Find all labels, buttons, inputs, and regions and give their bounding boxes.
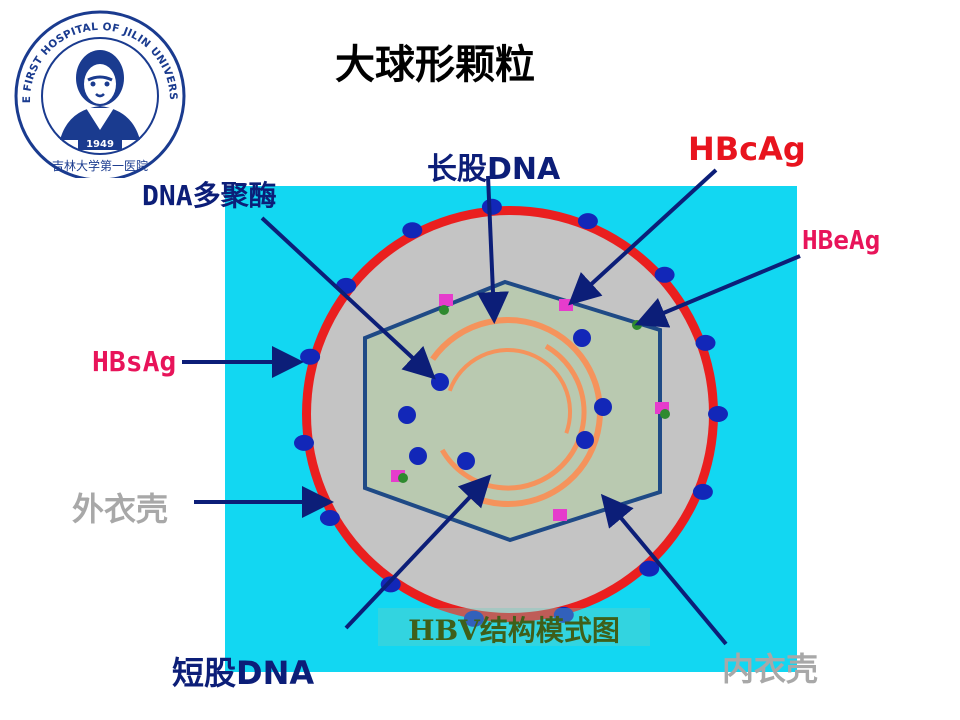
hbsag-dot	[639, 560, 660, 577]
hbsag-dot	[319, 510, 340, 526]
hbsag-dot	[402, 222, 423, 239]
hbsag-dot	[708, 406, 728, 422]
hbsag-dot	[463, 610, 484, 627]
logo-outer-ring	[14, 10, 186, 178]
core-particles	[391, 294, 670, 521]
hbeag-marker	[660, 409, 670, 419]
logo-portrait-icon	[60, 50, 140, 140]
hbsag-dot	[300, 348, 321, 365]
arrow-inner-envelope	[600, 493, 728, 646]
hbsag-dot	[692, 483, 713, 500]
diagram-caption-group: HBV结构模式图	[378, 608, 650, 647]
label-inner-envelope: 内衣壳	[722, 650, 819, 688]
polymerase-dot	[576, 431, 594, 449]
label-hbcag: HBcAg	[688, 130, 806, 168]
label-long-dna: 长股DNA	[427, 152, 561, 187]
slide-title: 大球形颗粒	[335, 42, 535, 88]
polymerase-dot	[398, 406, 416, 424]
hbcag-marker	[439, 294, 453, 306]
nucleocapsid-core	[363, 279, 662, 543]
diagram-caption: HBV结构模式图	[408, 614, 620, 647]
hbsag-dot	[294, 434, 314, 451]
hbsag-dot	[481, 198, 502, 215]
polymerase-dot	[457, 452, 475, 470]
logo-year-banner	[78, 136, 122, 150]
label-dna-polymerase: DNA多聚酶	[142, 179, 277, 212]
label-arrows	[182, 168, 801, 646]
arrow-long-dna	[476, 175, 509, 324]
hospital-logo: THE FIRST HOSPITAL OF JILIN UNIVERSITY 1…	[8, 8, 186, 178]
arrow-short-dna	[344, 474, 492, 630]
hbsag-dot	[695, 334, 716, 351]
label-short-dna: 短股DNA	[172, 654, 315, 692]
label-hbeag: HBeAg	[802, 226, 881, 256]
hbsag-dot	[654, 266, 675, 283]
hbeag-marker	[632, 320, 642, 330]
label-outer-envelope: 外衣壳	[72, 490, 169, 528]
polymerase-dot	[409, 447, 427, 465]
logo-cn-text: 吉林大学第一医院	[52, 158, 148, 173]
polymerase-dot	[573, 329, 591, 347]
hbeag-marker	[398, 473, 408, 483]
label-hbsag: HBsAg	[92, 345, 177, 378]
hbcag-marker	[559, 299, 573, 311]
dna-inner-strand	[447, 348, 572, 434]
hbcag-marker	[553, 509, 567, 521]
logo-year: 1949	[86, 139, 114, 150]
arrow-hbcag	[568, 168, 718, 306]
hbsag-dot	[577, 213, 598, 230]
polymerase-dot	[431, 373, 449, 391]
logo-inner-ring	[41, 37, 159, 155]
arrow-hbeag	[634, 254, 801, 328]
polymerase-dot	[594, 398, 612, 416]
hbeag-marker	[439, 305, 449, 315]
hbsag-dot	[553, 606, 574, 623]
arrow-dna-polymerase	[260, 216, 436, 380]
